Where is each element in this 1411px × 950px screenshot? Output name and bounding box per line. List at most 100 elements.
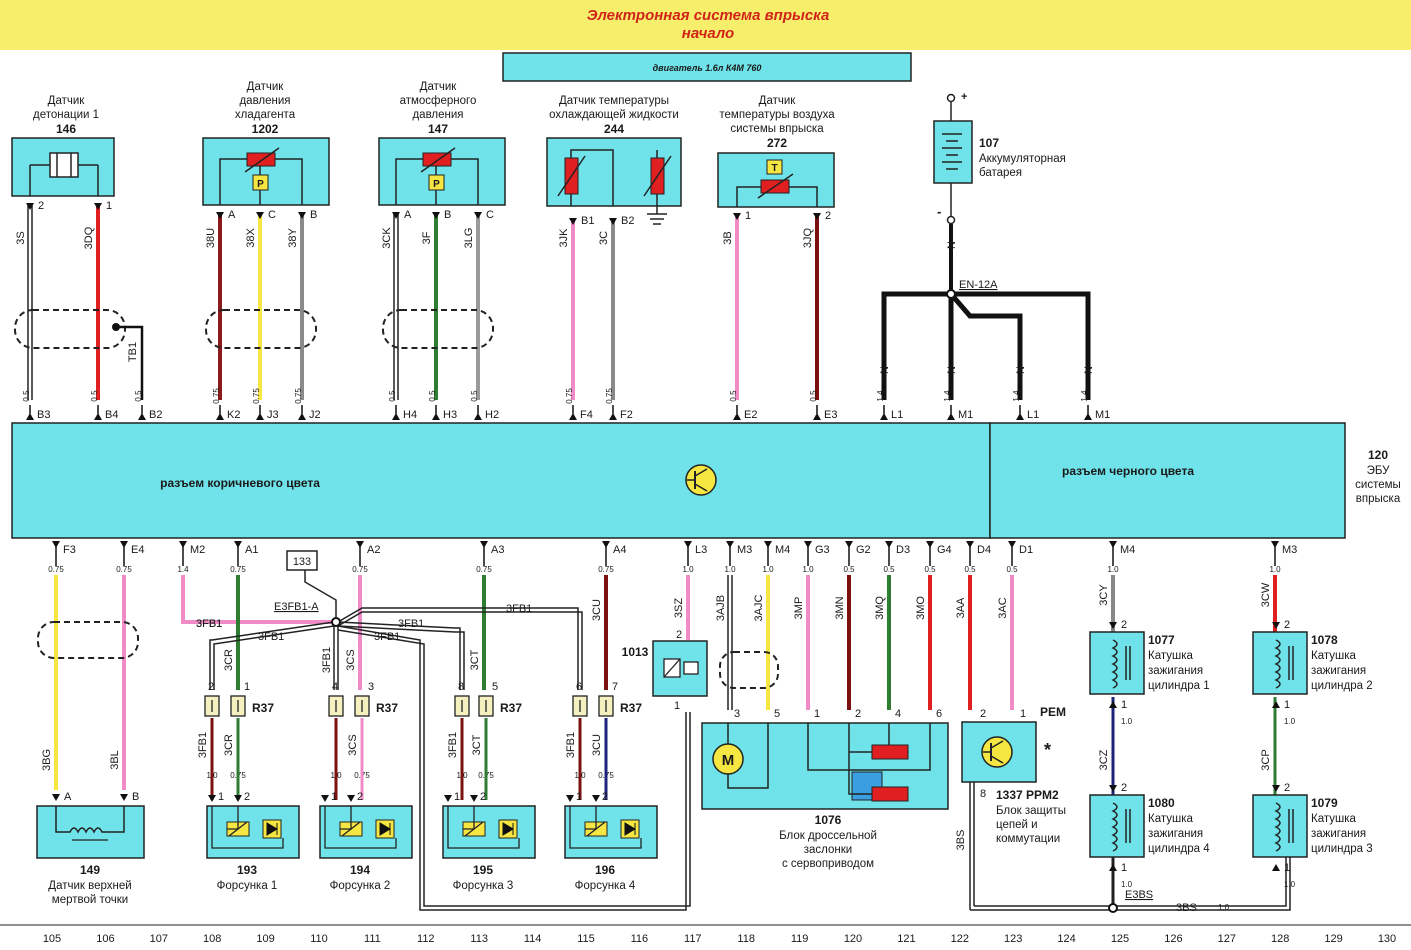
pin-label: 2	[980, 708, 986, 720]
gauge-label: 0.5	[134, 390, 143, 402]
gauge-label: 0.75	[565, 388, 574, 404]
sensor-147: Датчик атмосферного давления 147 P	[378, 81, 506, 206]
connector-arrow	[52, 794, 60, 801]
pin-label: A	[64, 791, 72, 803]
r37-connector: 1.00.7521R37	[204, 681, 274, 780]
shield-loop	[37, 621, 139, 659]
injector-number: 195	[473, 863, 493, 877]
connector-arrow	[480, 541, 488, 548]
gauge-label: 0.5	[388, 390, 397, 402]
pin-label: 1	[331, 791, 337, 803]
pin-label: 1	[106, 200, 112, 212]
sensor-272: Датчик температуры воздуха системы впрыс…	[717, 95, 835, 208]
engine-banner	[502, 52, 912, 82]
pem-number: 1337 PPM2	[996, 788, 1059, 802]
wire-code: N	[1015, 366, 1027, 374]
coil-winding-icon	[1111, 802, 1118, 852]
bottom-connector-a3: A30.75	[476, 541, 504, 574]
wire-code: 3CZ	[1098, 749, 1110, 770]
sensor-number: 244	[604, 122, 624, 136]
ecu-120: разъем коричневого цвета разъем черного …	[11, 422, 1401, 539]
diode-glyph	[502, 822, 514, 836]
battery-label: Аккумуляторная	[979, 153, 1066, 165]
coil-label: зажигания	[1311, 665, 1366, 677]
injector-label: Форсунка 1	[217, 880, 278, 892]
connector-label: M4	[775, 544, 790, 556]
ecu-label: системы	[1355, 479, 1401, 491]
r37-connector: 1.00.7543R37	[328, 681, 398, 780]
grid-number: 121	[897, 933, 915, 945]
ground-bus	[881, 291, 1091, 400]
injector-body	[319, 805, 413, 859]
connector-arrow	[1272, 622, 1280, 629]
bus-label: 3FB1	[196, 618, 222, 630]
grid-number: 118	[737, 933, 755, 945]
injector-inner-wire	[324, 806, 397, 849]
sensor-1202: Датчик давления хладагента 1202 P	[202, 81, 330, 206]
ecu-label: впрыска	[1356, 493, 1401, 505]
battery-minus: -	[937, 204, 941, 219]
connector-arrow	[569, 218, 577, 225]
pem-tag: PEM	[1040, 705, 1066, 719]
connector-arrow	[256, 212, 264, 219]
connector-arrow	[733, 413, 741, 420]
connector-arrow	[234, 795, 242, 802]
sensor-label: Датчик	[759, 95, 797, 107]
wire-code: 3MO	[915, 596, 927, 620]
wire-code: N	[1083, 366, 1095, 374]
diode-glyph	[624, 822, 636, 836]
battery-number: 107	[979, 136, 999, 150]
gauge-label: 0.5	[90, 390, 99, 402]
splice-en12a-label: EN-12A	[959, 279, 998, 291]
wire-code: 3CS	[345, 649, 357, 670]
grid-number: 120	[844, 933, 862, 945]
grid-number: 108	[203, 933, 221, 945]
coil-number: 1079	[1311, 796, 1338, 810]
connector-label: D3	[896, 544, 910, 556]
grid-number: 127	[1218, 933, 1236, 945]
gauge-label: 1.0	[1284, 717, 1296, 726]
pin-label: 1	[576, 791, 582, 803]
pin-label: 2	[1284, 619, 1290, 631]
coil-number: 1078	[1311, 633, 1338, 647]
connector-label: J3	[267, 409, 279, 421]
injector-label: Форсунка 2	[330, 880, 391, 892]
coil-label: цилиндра 4	[1148, 843, 1210, 855]
gauge-label: 1.4	[876, 390, 885, 402]
connector-label: D4	[977, 544, 991, 556]
pin-label: 3	[368, 681, 374, 693]
ecu-brown-connector	[11, 422, 991, 539]
sensor-label: атмосферного	[400, 95, 477, 107]
wire-code: 3S	[15, 231, 27, 244]
pin-label: 1	[745, 210, 751, 222]
wire-code: 3FB1	[321, 647, 333, 673]
connector-arrow	[474, 212, 482, 219]
tdc-body	[36, 805, 145, 859]
top-wire-n: N1.4M1	[1080, 366, 1110, 421]
variable-resistor-icon	[246, 152, 276, 167]
connector-label: F2	[620, 409, 633, 421]
throttle-label: с сервоприводом	[782, 858, 874, 870]
title-banner	[0, 0, 1411, 50]
gauge-label: 1.0	[724, 565, 736, 574]
grid-number: 128	[1271, 933, 1289, 945]
r37-label: R37	[376, 701, 398, 715]
pressure-p-glyph: P	[257, 179, 264, 190]
transistor-icon	[981, 736, 1013, 768]
bottom-connector-m3: M31.0	[1269, 541, 1297, 574]
connector-arrow	[1272, 701, 1280, 708]
gauge-label: 0.5	[729, 390, 738, 402]
sensor-number: 272	[767, 136, 787, 150]
wire-code: 3FB1	[565, 732, 577, 758]
pin-label: 2	[602, 791, 608, 803]
wire-code: 3FB1	[447, 732, 459, 758]
connector-label: B3	[37, 409, 50, 421]
pin-label: 2	[208, 681, 214, 693]
gauge-label: 0.75	[294, 388, 303, 404]
wire-code: 38Y	[287, 228, 299, 248]
variable-resistor-icon	[422, 152, 452, 167]
wire-code: 3AA	[955, 597, 967, 618]
wire-code: 3B	[722, 231, 734, 244]
grid-number: 111	[364, 933, 381, 945]
